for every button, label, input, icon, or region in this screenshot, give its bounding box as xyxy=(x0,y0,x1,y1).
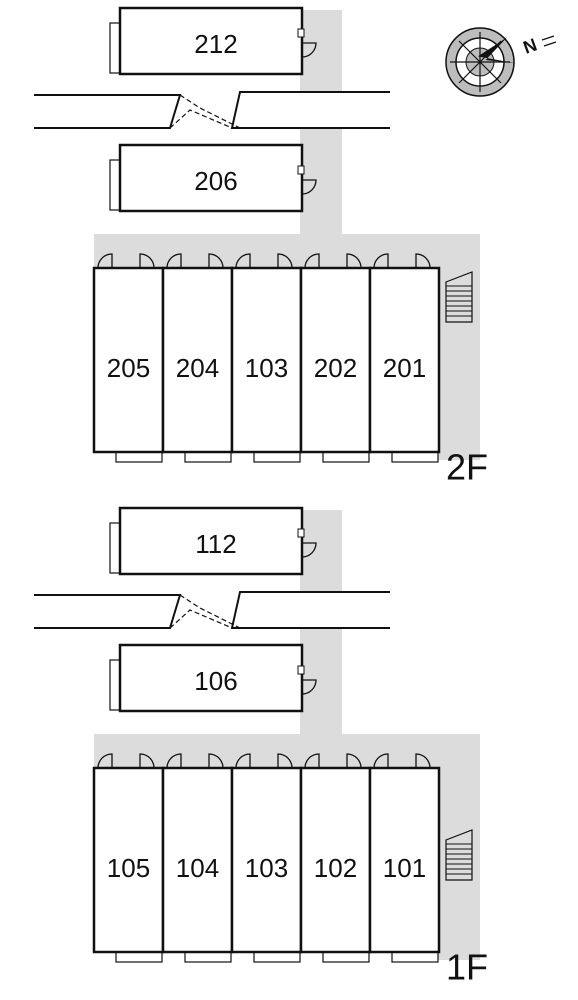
floor-label: 2F xyxy=(446,447,488,488)
unit-row-103: 103 xyxy=(230,253,303,463)
unit-upper-206: 206 xyxy=(109,143,317,213)
door-icon xyxy=(97,253,113,269)
corridor xyxy=(94,10,480,460)
unit-row-105: 105 xyxy=(92,753,165,963)
unit-number: 201 xyxy=(383,353,426,383)
corridor xyxy=(94,510,480,960)
meter-icon xyxy=(297,28,305,38)
door-icon xyxy=(304,253,320,269)
unit-number: 204 xyxy=(176,353,219,383)
road xyxy=(34,91,390,129)
floor-2f: 212 206 205 204 103 202 201 2F xyxy=(34,6,488,488)
unit-row-205: 205 xyxy=(92,253,165,463)
door-icon xyxy=(166,753,182,769)
unit-number: 205 xyxy=(107,353,150,383)
compass-icon: N xyxy=(445,27,557,97)
unit-upper-106: 106 xyxy=(109,643,317,713)
door-icon xyxy=(97,753,113,769)
door-icon xyxy=(277,753,293,769)
meter-icon xyxy=(297,665,305,675)
unit-row-201: 201 xyxy=(368,253,441,463)
unit-row-104: 104 xyxy=(161,753,234,963)
door-icon xyxy=(139,253,155,269)
door-icon xyxy=(304,753,320,769)
unit-number: 202 xyxy=(314,353,357,383)
unit-row-102: 102 xyxy=(299,753,372,963)
meter-icon xyxy=(297,528,305,538)
unit-number: 103 xyxy=(245,353,288,383)
unit-number: 106 xyxy=(194,666,237,696)
unit-row-103: 103 xyxy=(230,753,303,963)
door-icon xyxy=(301,42,317,58)
unit-number: 104 xyxy=(176,853,219,883)
unit-upper-212: 212 xyxy=(109,6,317,76)
door-icon xyxy=(415,753,431,769)
unit-row-101: 101 xyxy=(368,753,441,963)
door-icon xyxy=(235,753,251,769)
unit-upper-112: 112 xyxy=(109,506,317,576)
unit-number: 105 xyxy=(107,853,150,883)
door-icon xyxy=(301,542,317,558)
door-icon xyxy=(301,179,317,195)
floor-label: 1F xyxy=(446,947,488,988)
meter-icon xyxy=(297,165,305,175)
compass-north-label: N xyxy=(521,35,540,58)
unit-number: 112 xyxy=(195,529,236,559)
unit-number: 206 xyxy=(194,166,237,196)
door-icon xyxy=(166,253,182,269)
door-icon xyxy=(346,753,362,769)
door-icon xyxy=(139,753,155,769)
door-icon xyxy=(415,253,431,269)
door-icon xyxy=(235,253,251,269)
floor-1f: 112 106 105 104 103 102 101 1F xyxy=(34,506,488,988)
unit-number: 102 xyxy=(314,853,357,883)
stairs-icon xyxy=(445,271,473,323)
door-icon xyxy=(373,753,389,769)
unit-number: 212 xyxy=(194,29,237,59)
door-icon xyxy=(208,253,224,269)
road xyxy=(34,591,390,629)
unit-number: 103 xyxy=(245,853,288,883)
unit-number: 101 xyxy=(383,853,426,883)
unit-row-204: 204 xyxy=(161,253,234,463)
door-icon xyxy=(208,753,224,769)
door-icon xyxy=(277,253,293,269)
door-icon xyxy=(373,253,389,269)
unit-row-202: 202 xyxy=(299,253,372,463)
stairs-icon xyxy=(445,829,473,881)
door-icon xyxy=(301,679,317,695)
door-icon xyxy=(346,253,362,269)
